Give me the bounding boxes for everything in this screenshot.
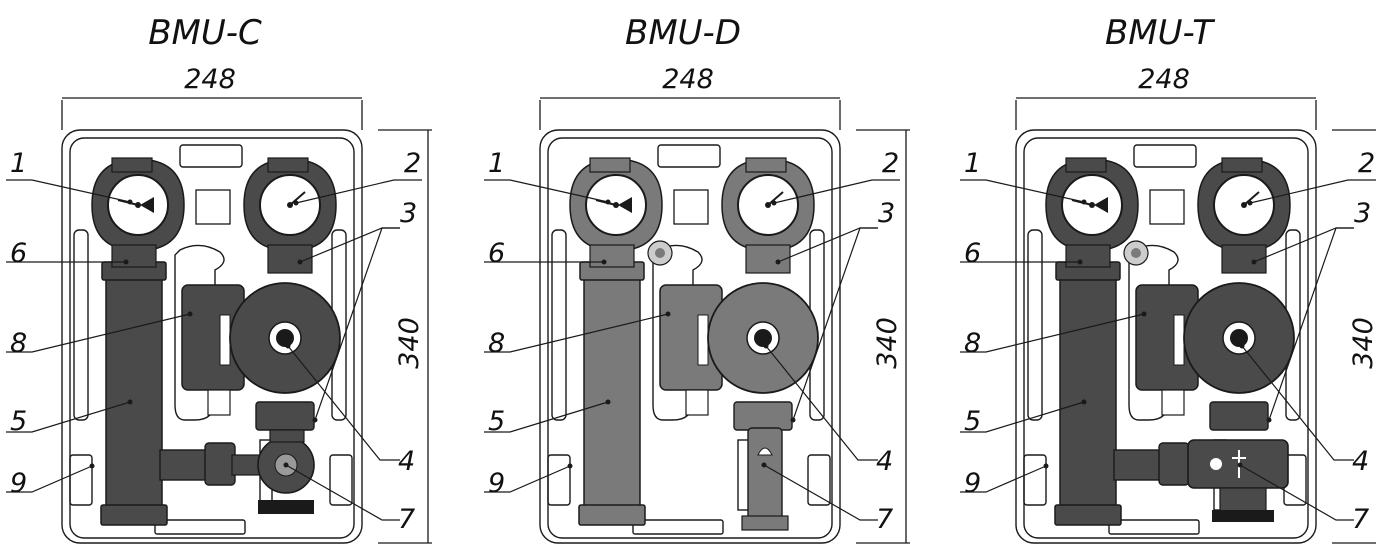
callout-1: 1 (964, 148, 981, 179)
callout-4: 4 (398, 446, 415, 477)
diagram-title: BMU-T (1105, 13, 1215, 53)
mixing-valve (159, 429, 315, 514)
callout-8: 8 (10, 328, 27, 359)
air-vent-fitting (1123, 240, 1149, 266)
callout-8: 8 (488, 328, 505, 359)
width-value: 248 (184, 64, 236, 95)
air-vent-fitting (647, 240, 673, 266)
circulation-pump (181, 282, 341, 416)
mixing-valve (741, 427, 789, 531)
callout-9: 9 (964, 468, 981, 499)
mixing-valve (1113, 439, 1289, 522)
diagram-title: BMU-C (148, 13, 262, 53)
thermometer-right (1197, 157, 1291, 274)
callout-4: 4 (876, 446, 893, 477)
height-dimension (378, 129, 432, 544)
callout-1: 1 (488, 148, 505, 179)
callout-7: 7 (398, 504, 415, 535)
diagram-bmu-t: BMU-T 248 340 (954, 0, 1376, 545)
insulation-shell (61, 129, 363, 544)
callout-6: 6 (10, 238, 27, 269)
callout-3: 3 (400, 198, 417, 229)
return-pipe (1054, 261, 1122, 526)
circulation-pump (1135, 282, 1295, 416)
leader-lines (960, 179, 1376, 521)
width-value: 248 (662, 64, 714, 95)
callout-4: 4 (1352, 446, 1369, 477)
thermometer-left (91, 157, 185, 268)
callout-5: 5 (488, 406, 505, 437)
height-value: 340 (394, 317, 425, 369)
callout-6: 6 (488, 238, 505, 269)
callout-1: 1 (10, 148, 27, 179)
height-value: 340 (872, 317, 903, 369)
circulation-pump (659, 282, 819, 416)
return-pipe (578, 261, 646, 526)
callout-2: 2 (882, 148, 899, 179)
diagram-bmu-c: BMU-C 248 340 (0, 0, 440, 545)
height-value: 340 (1348, 317, 1376, 369)
callout-9: 9 (10, 468, 27, 499)
thermometer-right (721, 157, 815, 274)
callout-5: 5 (964, 406, 981, 437)
thermometer-right (243, 157, 337, 274)
callout-2: 2 (404, 148, 421, 179)
callout-5: 5 (10, 406, 27, 437)
height-dimension (1332, 129, 1376, 544)
return-pipe (100, 261, 168, 526)
thermometer-left (569, 157, 663, 268)
callout-7: 7 (1352, 504, 1369, 535)
leader-lines (6, 179, 422, 521)
diagram-title: BMU-D (625, 13, 741, 53)
callout-2: 2 (1358, 148, 1375, 179)
callout-3: 3 (878, 198, 895, 229)
callout-8: 8 (964, 328, 981, 359)
width-value: 248 (1138, 64, 1190, 95)
width-dimension (1015, 97, 1317, 130)
callout-6: 6 (964, 238, 981, 269)
callout-7: 7 (876, 504, 893, 535)
callout-3: 3 (1354, 198, 1371, 229)
width-dimension (61, 97, 363, 130)
height-dimension (856, 129, 910, 544)
callout-9: 9 (488, 468, 505, 499)
leader-lines (484, 179, 900, 521)
width-dimension (539, 97, 841, 130)
diagram-bmu-d: BMU-D 248 340 (478, 0, 918, 545)
